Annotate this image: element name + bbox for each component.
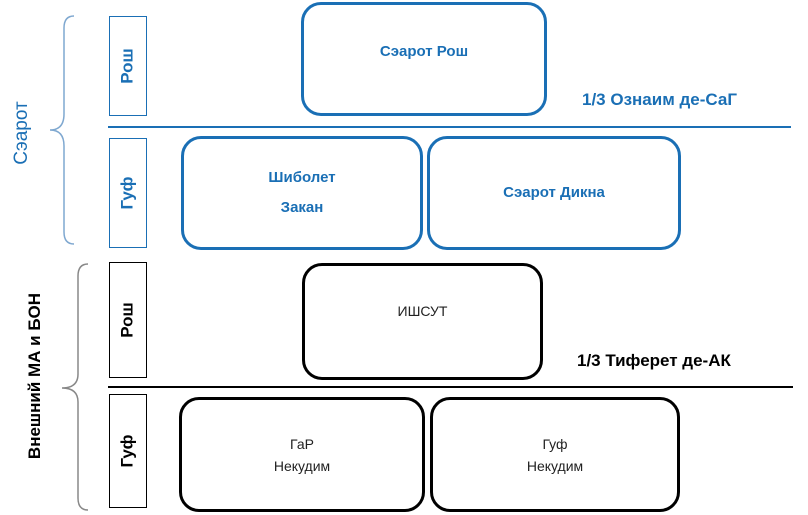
lower-level-line xyxy=(108,386,793,388)
lower-brace xyxy=(61,263,89,511)
guf-line2: Некудим xyxy=(526,457,584,474)
upper-rosh-label: Рош xyxy=(109,16,147,116)
searot-rosh-box: Сэарот Рош xyxy=(301,2,547,116)
ishsut-box: ИШСУТ xyxy=(302,263,543,380)
shibolet-zakan-box: Шиболет Закан xyxy=(181,136,423,250)
gar-line2: Некудим xyxy=(273,457,331,474)
ishsut-text: ИШСУТ xyxy=(397,303,448,319)
searot-rosh-text: Сэарот Рош xyxy=(379,43,469,60)
guf-line1: Гуф xyxy=(542,435,568,452)
gar-nekudim-box: ГаР Некудим xyxy=(179,397,425,512)
upper-side-label: Сэарот xyxy=(11,101,32,165)
searot-dikna-text: Сэарот Дикна xyxy=(503,184,605,201)
lower-level-label: 1/3 Тиферет де-АК xyxy=(577,351,731,370)
upper-guf-label: Гуф xyxy=(109,138,147,248)
gar-line1: ГаР xyxy=(290,435,314,452)
shibolet-line2: Закан xyxy=(280,199,324,216)
shibolet-line1: Шиболет xyxy=(268,169,336,186)
upper-level-line xyxy=(108,126,791,128)
upper-brace xyxy=(49,15,75,245)
lower-guf-label: Гуф xyxy=(109,394,147,508)
lower-rosh-label: Рош xyxy=(109,262,147,378)
upper-level-label: 1/3 Ознаим де-СаГ xyxy=(582,90,737,109)
lower-side-label: Внешний МА и БОН xyxy=(25,292,44,460)
guf-nekudim-box: Гуф Некудим xyxy=(430,397,680,512)
searot-dikna-box: Сэарот Дикна xyxy=(427,136,681,250)
